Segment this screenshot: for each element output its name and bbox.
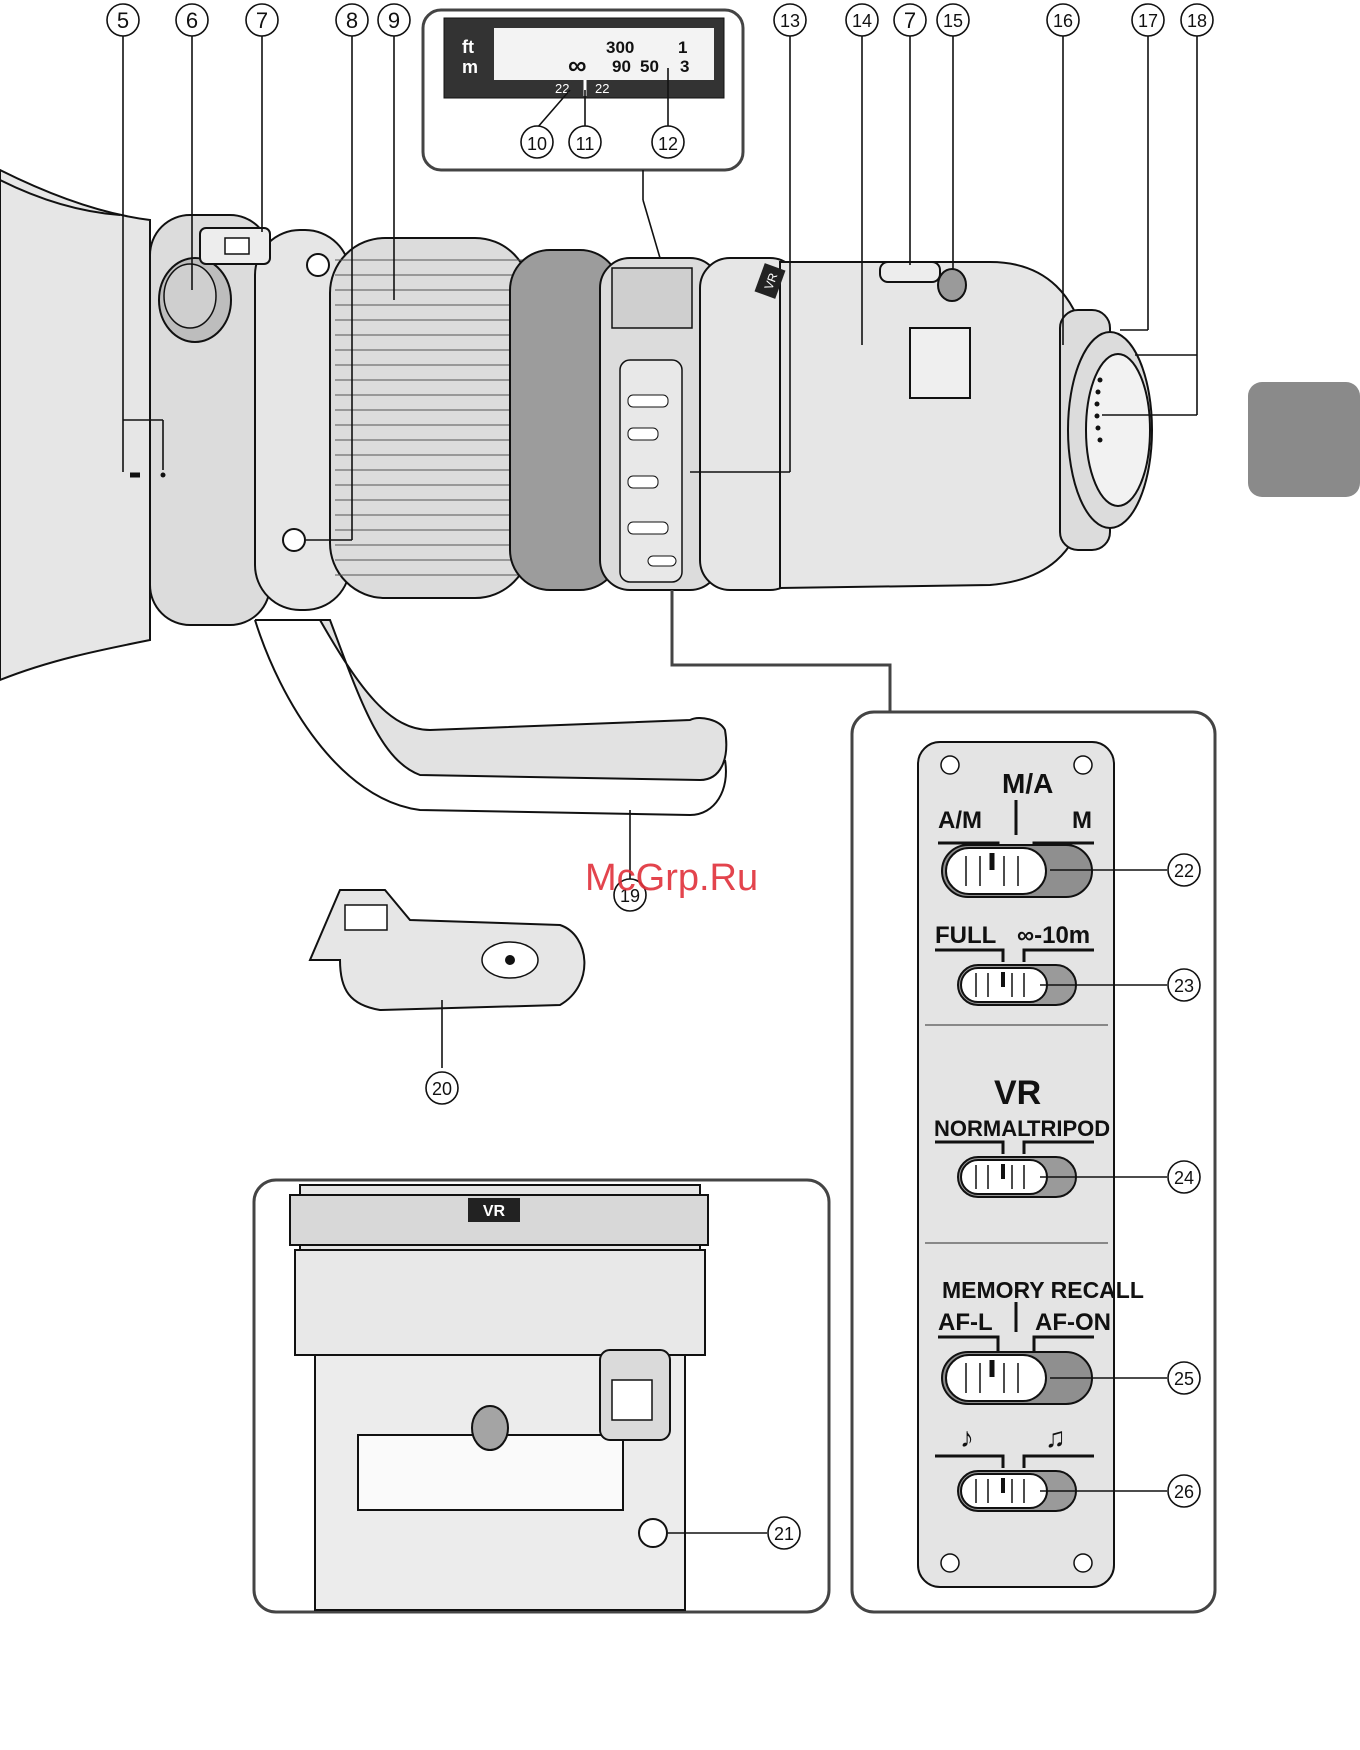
strap-eyelet-front: [200, 228, 270, 264]
callout-17: 17: [1138, 11, 1158, 31]
label-normal: NORMAL: [934, 1116, 1031, 1141]
tripod-collar-knob[interactable]: [159, 258, 231, 342]
distance-window: [612, 268, 692, 328]
callout-11: 11: [576, 134, 595, 154]
label-tripod: TRIPOD: [1027, 1116, 1110, 1141]
callout-16: 16: [1053, 11, 1073, 31]
rear-lock-knob[interactable]: [938, 269, 966, 301]
lens-body: VR: [0, 170, 1152, 680]
underside-button[interactable]: [639, 1519, 667, 1547]
underside-eyelet: [600, 1350, 670, 1440]
ft-value-300: 300: [606, 38, 634, 57]
label-full: FULL: [935, 922, 996, 949]
unit-ft: ft: [462, 37, 474, 57]
label-m: M: [1072, 807, 1092, 834]
callout-23: 23: [1174, 976, 1194, 996]
focus-mode-switch[interactable]: [946, 848, 1046, 894]
label-sound-on: ♪: [960, 1422, 974, 1453]
infinity-mark: ∞: [568, 50, 587, 80]
watermark: McGrp.Ru: [585, 857, 758, 899]
tripod-foot: [310, 890, 584, 1010]
label-af-on: AF-ON: [1035, 1309, 1111, 1336]
callout-24: 24: [1174, 1168, 1194, 1188]
callout-20: 20: [432, 1079, 452, 1099]
callout-12: 12: [658, 134, 678, 154]
callout-5: 5: [117, 8, 129, 33]
focus-limit-switch[interactable]: [961, 968, 1047, 1002]
vr-switch[interactable]: [961, 1160, 1047, 1194]
m-value-cut: 3: [680, 57, 689, 76]
callout-25: 25: [1174, 1369, 1194, 1389]
memory-recall-switch[interactable]: [946, 1355, 1046, 1401]
callout-7-front: 7: [256, 8, 268, 33]
callout-13: 13: [780, 11, 800, 31]
label-m-a: M/A: [1002, 768, 1053, 799]
label-a-m: A/M: [938, 807, 982, 834]
side-tab: [1248, 382, 1360, 497]
callout-15: 15: [943, 11, 963, 31]
label-memory-recall: MEMORY RECALL: [942, 1277, 1144, 1303]
callout-8: 8: [346, 8, 358, 33]
inset-vr-badge: VR: [483, 1203, 506, 1220]
switch-panel-box: M/A A/M M FULL ∞-10m VR NORMAL TRIPO: [672, 590, 1215, 1612]
underside-screw-knob[interactable]: [472, 1406, 508, 1450]
sound-switch[interactable]: [961, 1474, 1047, 1508]
lens-handle: [255, 620, 726, 815]
m-value-90: 90: [612, 57, 631, 76]
label-sound-off: ♫: [1045, 1422, 1066, 1453]
ft-value-cut: 1: [678, 38, 687, 57]
label-inf-10m: ∞-10m: [1017, 922, 1090, 949]
callout-10: 10: [527, 134, 547, 154]
callout-22: 22: [1174, 861, 1194, 881]
callout-21: 21: [774, 1524, 794, 1544]
callout-14: 14: [852, 11, 872, 31]
unit-m: m: [462, 57, 478, 77]
callout-6: 6: [186, 8, 198, 33]
hood-rail: [910, 328, 970, 398]
callout-7-rear: 7: [904, 8, 916, 33]
barrel-switch-panel: [620, 360, 682, 582]
callout-9: 9: [388, 8, 400, 33]
underside-inset: VR: [254, 1180, 829, 1612]
m-value-50: 50: [640, 57, 659, 76]
callout-26: 26: [1174, 1482, 1194, 1502]
label-vr: VR: [994, 1074, 1041, 1112]
dof-right: 22: [595, 81, 609, 96]
callout-18: 18: [1187, 11, 1207, 31]
label-af-l: AF-L: [938, 1309, 993, 1336]
